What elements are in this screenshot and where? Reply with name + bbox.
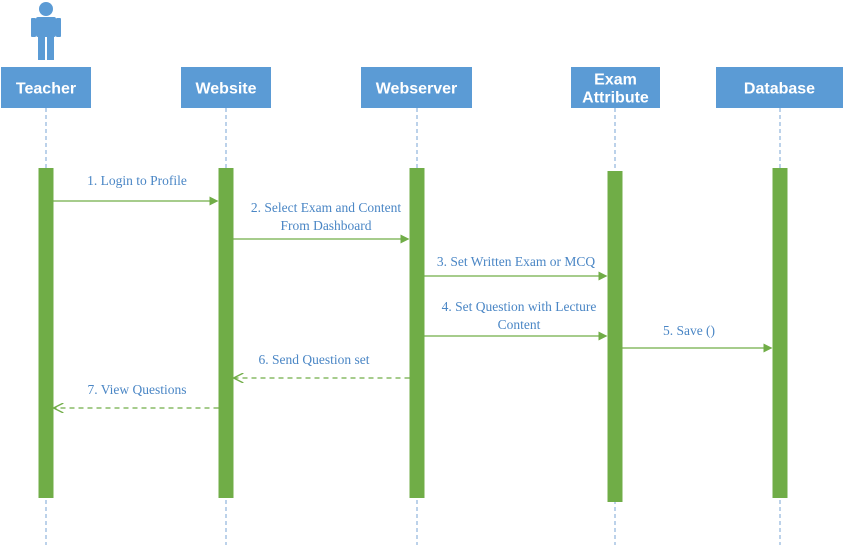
lifeline-label: Teacher	[16, 81, 76, 98]
lifeline-label: Attribute	[582, 90, 649, 107]
message-m3: 3. Set Written Exam or MCQ	[424, 254, 608, 281]
message-label: 2. Select Exam and Content	[251, 200, 402, 215]
message-label: Content	[498, 317, 541, 332]
lifeline-header-box	[1, 67, 91, 108]
lifeline-header-box	[716, 67, 843, 108]
lifeline-header-database: Database	[716, 67, 843, 108]
message-m6: 6. Send Question set	[235, 352, 410, 378]
lifeline-header-box	[361, 67, 472, 108]
person-icon	[31, 2, 61, 60]
lifeline-header-website: Website	[181, 67, 271, 108]
activation-bar-website	[218, 168, 234, 498]
message-label: 4. Set Question with Lecture	[442, 299, 597, 314]
activation-bar-exam-attribute	[607, 171, 623, 502]
lifeline-header-box	[181, 67, 271, 108]
lifeline-label: Exam	[594, 72, 637, 89]
activation-bar-teacher	[38, 168, 54, 498]
message-label: 3. Set Written Exam or MCQ	[437, 254, 595, 269]
message-m5: 5. Save ()	[622, 323, 773, 353]
lifeline-label: Database	[744, 81, 815, 98]
message-label: 1. Login to Profile	[87, 173, 187, 188]
lifeline-header-webserver: Webserver	[361, 67, 472, 108]
lifeline-header-box	[571, 67, 660, 108]
messages: 1. Login to Profile 2. Select Exam and Co…	[53, 173, 773, 408]
lifeline-header-teacher: Teacher	[1, 67, 91, 108]
message-label: 6. Send Question set	[259, 352, 370, 367]
lifeline-label: Website	[195, 81, 256, 98]
message-label: 7. View Questions	[87, 382, 186, 397]
activation-bars	[38, 168, 788, 502]
message-label: 5. Save ()	[663, 323, 715, 338]
lifeline-label: Webserver	[376, 81, 458, 98]
message-label: From Dashboard	[280, 218, 371, 233]
message-m7: 7. View Questions	[55, 382, 219, 408]
activation-bar-webserver	[409, 168, 425, 498]
message-m1: 1. Login to Profile	[53, 173, 219, 206]
activation-bar-database	[772, 168, 788, 498]
